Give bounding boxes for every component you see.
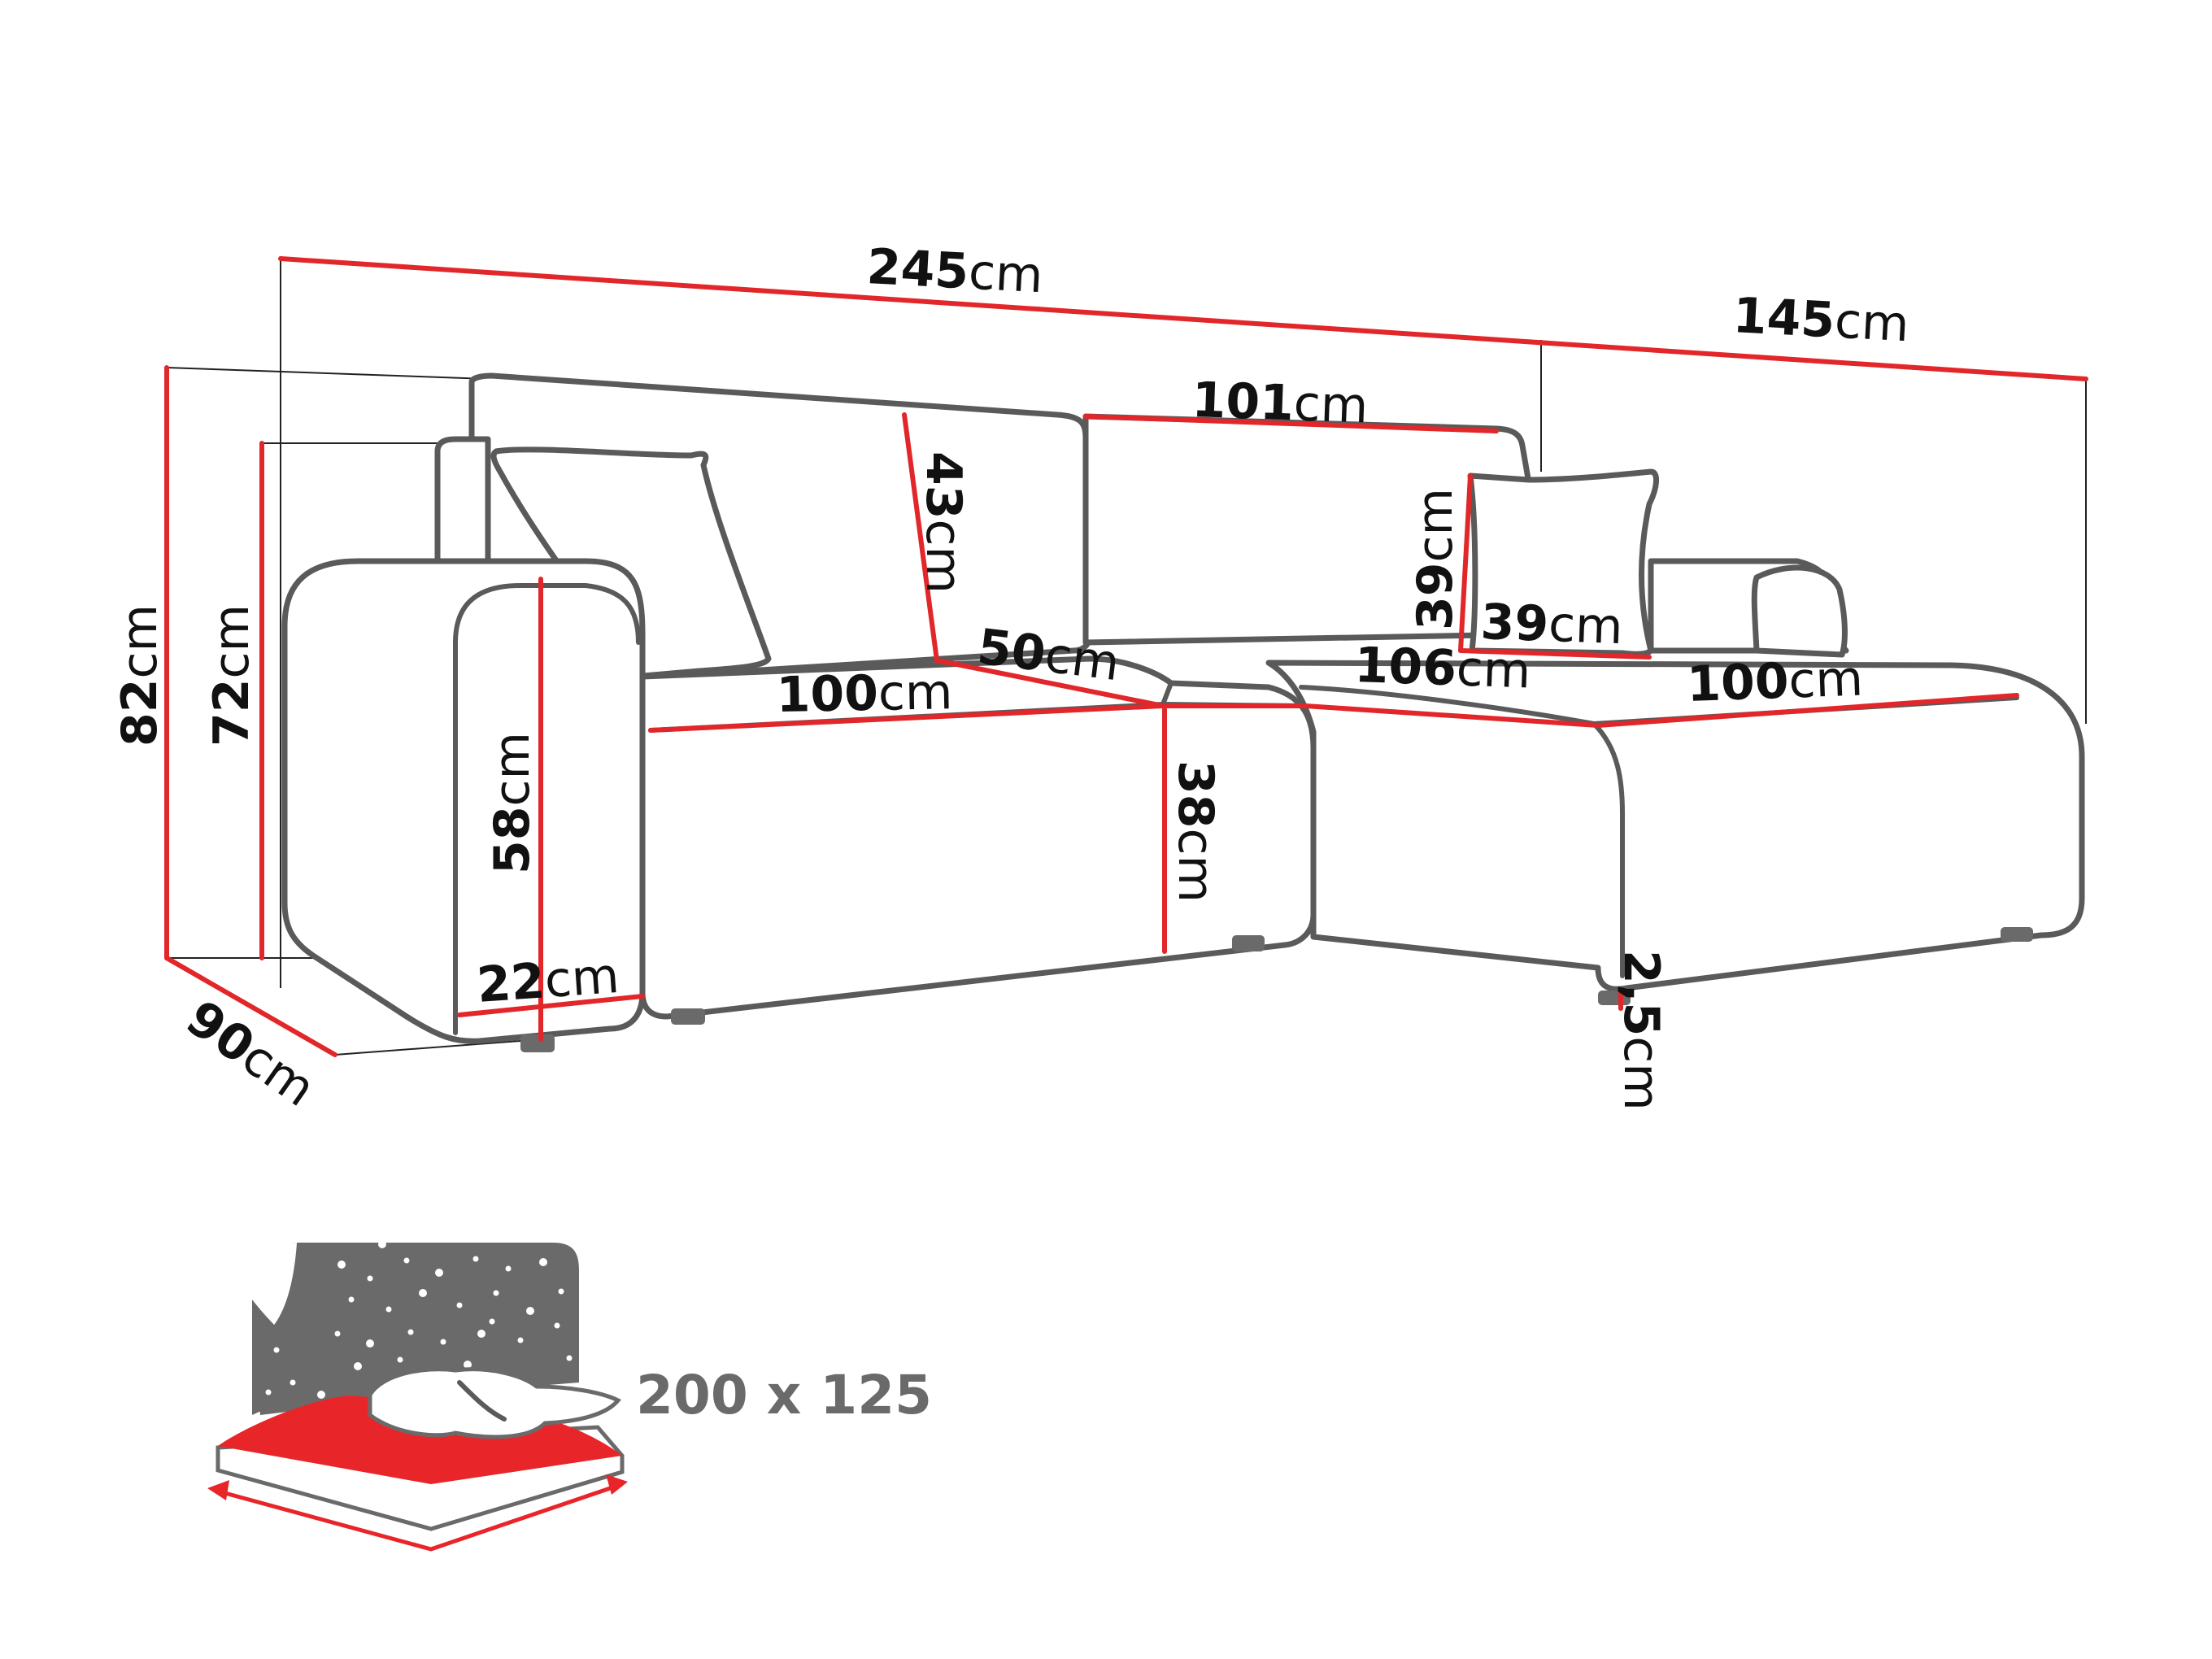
star-icon (539, 1258, 547, 1266)
star-icon (403, 1257, 410, 1264)
dim-line-100cm-chaise (1596, 693, 2019, 728)
label-106cm: 106cm (1353, 637, 1531, 700)
dim-line-43cm (902, 412, 939, 663)
foot-5 (2001, 927, 2033, 942)
dim-line-22cm (457, 994, 645, 1017)
star-icon (366, 1339, 374, 1348)
star-icon (354, 1362, 362, 1370)
star-icon (367, 1275, 373, 1282)
star-icon (456, 1302, 463, 1308)
star-icon (419, 1289, 427, 1297)
star-icon (493, 1290, 499, 1296)
foot-2 (671, 1008, 705, 1025)
label-100cm-left-seat: 100cm (776, 664, 953, 724)
bed-size-label: 200 x 125 (636, 1364, 932, 1426)
star-icon (348, 1296, 355, 1303)
star-icon (397, 1356, 403, 1363)
star-icon (265, 1389, 272, 1396)
dim-line-39cm-horizontal (1458, 648, 1652, 660)
label-39cm-horizontal: 39cm (1479, 594, 1623, 655)
star-icon (317, 1391, 325, 1399)
star-icon (435, 1269, 443, 1277)
star-icon (526, 1307, 534, 1315)
dim-line-245cm (278, 256, 2088, 381)
label-2-5cm: 2,5cm (1613, 950, 1670, 1111)
label-100cm-chaise: 100cm (1686, 650, 1864, 713)
label-38cm: 38cm (1167, 760, 1224, 903)
bed-stars (265, 1240, 573, 1399)
dim-line-101cm (1083, 414, 1499, 433)
label-72cm: 72cm (203, 604, 260, 747)
dim-line-106cm-chaise (1303, 703, 1600, 728)
star-icon (566, 1355, 573, 1361)
star-icon (385, 1306, 392, 1313)
label-101cm: 101cm (1191, 372, 1369, 435)
star-icon (337, 1261, 346, 1269)
foot-3 (1232, 935, 1265, 951)
label-145cm: 145cm (1731, 287, 1910, 353)
label-82cm: 82cm (111, 604, 168, 747)
label-22cm: 22cm (475, 947, 620, 1014)
star-icon (489, 1318, 495, 1325)
star-icon (477, 1330, 486, 1338)
star-icon (505, 1265, 512, 1272)
label-39cm-vertical: 39cm (1407, 488, 1464, 630)
star-icon (472, 1256, 479, 1262)
dimension-lines (164, 256, 2088, 1057)
star-icon (517, 1337, 524, 1343)
dim-line-39cm-vertical (1458, 473, 1473, 653)
star-icon (464, 1361, 472, 1369)
dim-line-100cm-left-seat (648, 703, 1165, 733)
extension-lines (166, 259, 2087, 1056)
star-icon (273, 1347, 280, 1353)
star-icon (334, 1330, 341, 1337)
label-245cm: 245cm (865, 238, 1044, 304)
sofa-outline (281, 372, 2085, 1052)
label-43cm: 43cm (915, 451, 972, 594)
foot-1 (520, 1034, 555, 1052)
star-icon (554, 1322, 560, 1329)
label-58cm: 58cm (484, 732, 541, 874)
dim-line-50cm (934, 658, 1165, 708)
star-icon (558, 1288, 564, 1295)
star-icon (378, 1240, 386, 1248)
label-50cm: 50cm (974, 618, 1122, 692)
star-icon (290, 1379, 296, 1386)
bed-night-stars-icon (207, 1240, 628, 1552)
star-icon (407, 1329, 414, 1335)
star-icon (440, 1339, 446, 1345)
dim-line-90cm (164, 956, 337, 1057)
